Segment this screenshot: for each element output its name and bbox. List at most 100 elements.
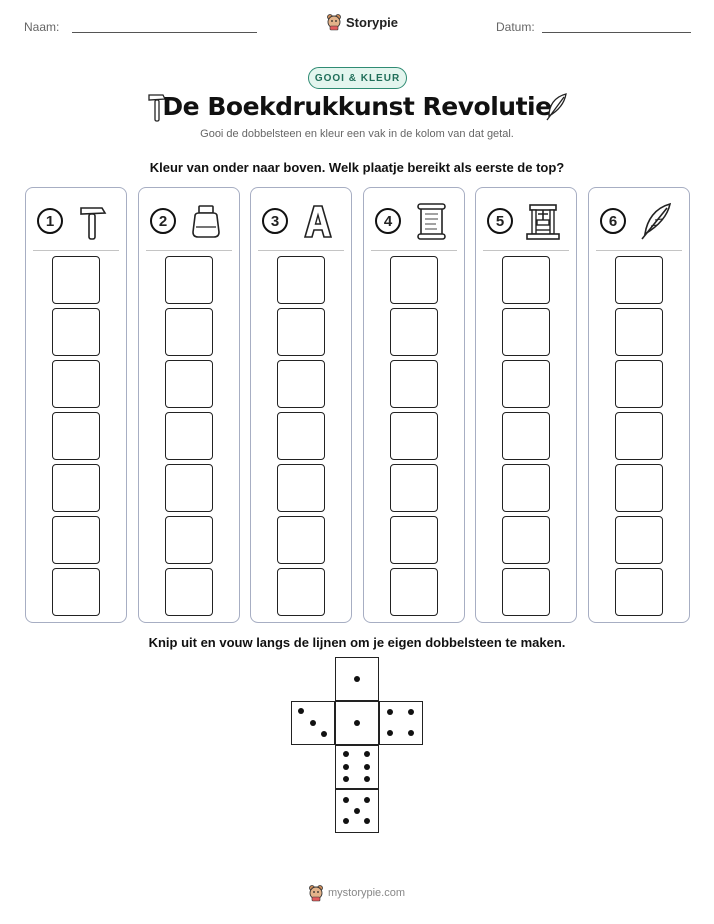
- column-divider: [483, 250, 569, 251]
- color-box[interactable]: [390, 568, 438, 616]
- color-box[interactable]: [165, 256, 213, 304]
- color-box[interactable]: [52, 464, 100, 512]
- color-box[interactable]: [615, 308, 663, 356]
- color-box[interactable]: [52, 568, 100, 616]
- column-3: 3: [250, 187, 352, 623]
- color-box[interactable]: [390, 464, 438, 512]
- color-box[interactable]: [277, 308, 325, 356]
- die-pip: [343, 751, 350, 758]
- printing-press-icon: [522, 200, 564, 242]
- color-box[interactable]: [277, 464, 325, 512]
- column-2: 2: [138, 187, 240, 623]
- column-divider: [258, 250, 344, 251]
- color-box[interactable]: [165, 568, 213, 616]
- column-number: 5: [487, 208, 513, 234]
- hammer-icon: [148, 94, 167, 122]
- die-pip: [343, 817, 350, 824]
- color-box[interactable]: [52, 308, 100, 356]
- column-divider: [33, 250, 119, 251]
- die-face-5: [335, 789, 379, 833]
- color-box[interactable]: [277, 412, 325, 460]
- die-face-1: [335, 657, 379, 701]
- color-box[interactable]: [502, 516, 550, 564]
- page-subtitle: Gooi de dobbelsteen en kleur een vak in …: [200, 128, 514, 140]
- color-box[interactable]: [52, 516, 100, 564]
- color-box[interactable]: [390, 308, 438, 356]
- color-box[interactable]: [615, 412, 663, 460]
- die-pip: [363, 763, 370, 770]
- color-box[interactable]: [615, 516, 663, 564]
- die-pip: [353, 719, 360, 726]
- die-pip: [343, 763, 350, 770]
- color-box[interactable]: [502, 412, 550, 460]
- instruction-top: Kleur van onder naar boven. Welk plaatje…: [149, 160, 565, 175]
- footer: mystorypie.com: [308, 884, 405, 902]
- die-face-1: [335, 701, 379, 745]
- die-pip: [353, 675, 360, 682]
- color-box[interactable]: [502, 360, 550, 408]
- column-number: 2: [150, 208, 176, 234]
- color-box[interactable]: [615, 360, 663, 408]
- color-box[interactable]: [502, 568, 550, 616]
- die-face-4: [379, 701, 423, 745]
- column-number: 3: [262, 208, 288, 234]
- date-line[interactable]: [542, 32, 691, 33]
- ink-pot-icon: [185, 200, 227, 242]
- footer-url: mystorypie.com: [328, 887, 406, 899]
- column-divider: [596, 250, 682, 251]
- color-box[interactable]: [277, 568, 325, 616]
- die-pip: [320, 730, 327, 737]
- color-box[interactable]: [277, 516, 325, 564]
- column-number: 1: [37, 208, 63, 234]
- color-box[interactable]: [277, 360, 325, 408]
- color-box[interactable]: [165, 464, 213, 512]
- color-box[interactable]: [52, 256, 100, 304]
- die-face-3: [291, 701, 335, 745]
- die-pip: [343, 797, 350, 804]
- storypie-mascot-icon: [309, 885, 323, 902]
- color-box[interactable]: [165, 360, 213, 408]
- column-number: 6: [600, 208, 626, 234]
- quill-icon: [546, 93, 567, 121]
- color-box[interactable]: [390, 412, 438, 460]
- color-box[interactable]: [502, 308, 550, 356]
- page-title: De Boekdrukkunst Revolutie: [162, 92, 552, 121]
- die-pip: [387, 729, 394, 736]
- hammer-icon: [72, 200, 114, 242]
- brand-name: Storypie: [346, 14, 399, 30]
- color-box[interactable]: [390, 256, 438, 304]
- column-number: 4: [375, 208, 401, 234]
- color-box[interactable]: [165, 308, 213, 356]
- activity-tag: GOOI & KLEUR: [308, 67, 407, 89]
- color-box[interactable]: [52, 412, 100, 460]
- date-label: Datum:: [496, 20, 535, 34]
- letter-a-icon: [297, 200, 339, 242]
- die-pip: [343, 775, 350, 782]
- color-box[interactable]: [165, 516, 213, 564]
- die-pip: [387, 709, 394, 716]
- scroll-icon: [410, 200, 452, 242]
- color-box[interactable]: [165, 412, 213, 460]
- color-box[interactable]: [52, 360, 100, 408]
- color-box[interactable]: [615, 464, 663, 512]
- die-pip: [309, 719, 316, 726]
- color-box[interactable]: [615, 256, 663, 304]
- column-5: 5: [475, 187, 577, 623]
- color-box[interactable]: [615, 568, 663, 616]
- die-pip: [407, 709, 414, 716]
- color-box[interactable]: [277, 256, 325, 304]
- color-box[interactable]: [502, 464, 550, 512]
- column-divider: [371, 250, 457, 251]
- name-label: Naam:: [24, 20, 60, 34]
- die-pip: [298, 708, 305, 715]
- die-pip: [363, 775, 370, 782]
- die-pip: [353, 807, 360, 814]
- color-box[interactable]: [390, 360, 438, 408]
- column-4: 4: [363, 187, 465, 623]
- storypie-mascot-icon: [327, 14, 341, 31]
- die-pip: [407, 729, 414, 736]
- name-line[interactable]: [72, 32, 257, 33]
- die-pip: [363, 751, 370, 758]
- color-box[interactable]: [390, 516, 438, 564]
- color-box[interactable]: [502, 256, 550, 304]
